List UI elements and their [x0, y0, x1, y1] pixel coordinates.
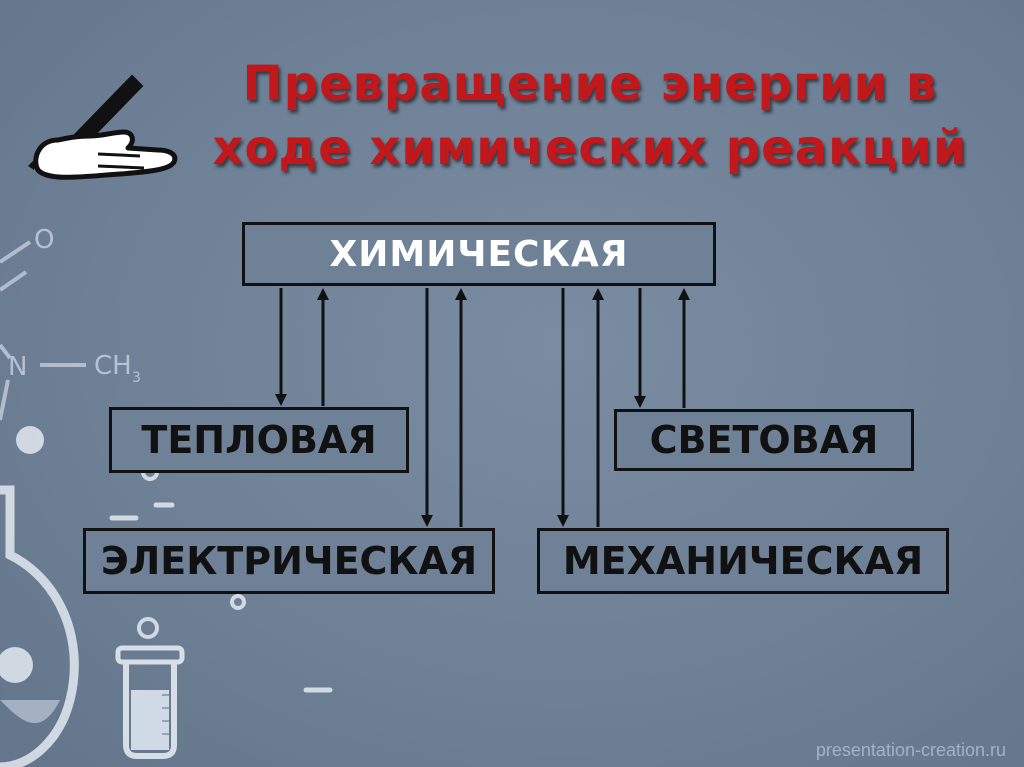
arrow-thermal-to-chemical: [317, 288, 329, 406]
writing-hand-icon: [28, 74, 178, 180]
arrow-connectors: [275, 288, 690, 527]
arrow-light-to-chemical: [678, 288, 690, 408]
formula-ch3: CH: [94, 351, 132, 381]
formula-o: O: [34, 225, 54, 255]
formula-n: N: [8, 352, 27, 382]
title-line-2: ходе химических реакций: [212, 120, 968, 176]
node-chemical: ХИМИЧЕСКАЯ: [242, 222, 716, 286]
beaker-icon: [115, 645, 185, 759]
arrow-electrical-to-chemical: [455, 288, 467, 527]
arrow-mechanical-to-chemical: [592, 288, 604, 527]
arrow-chemical-to-thermal: [275, 288, 287, 406]
chemistry-flask-icon: [0, 426, 79, 767]
arrow-chemical-to-electrical: [421, 288, 433, 527]
node-electrical: ЭЛЕКТРИЧЕСКАЯ: [83, 528, 495, 594]
molecule-icon: [0, 240, 86, 421]
title-line-1: Превращение энергии в: [242, 56, 938, 112]
arrow-chemical-to-mechanical: [557, 288, 569, 527]
node-mechanical: МЕХАНИЧЕСКАЯ: [537, 528, 949, 594]
footer-watermark: presentation-creation.ru: [815, 740, 1006, 760]
slide-title: Превращение энергии в ходе химических ре…: [190, 52, 990, 180]
arrow-chemical-to-light: [634, 288, 646, 408]
formula-sub3: 3: [132, 370, 141, 386]
node-thermal: ТЕПЛОВАЯ: [109, 407, 409, 473]
node-light: СВЕТОВАЯ: [614, 409, 914, 471]
